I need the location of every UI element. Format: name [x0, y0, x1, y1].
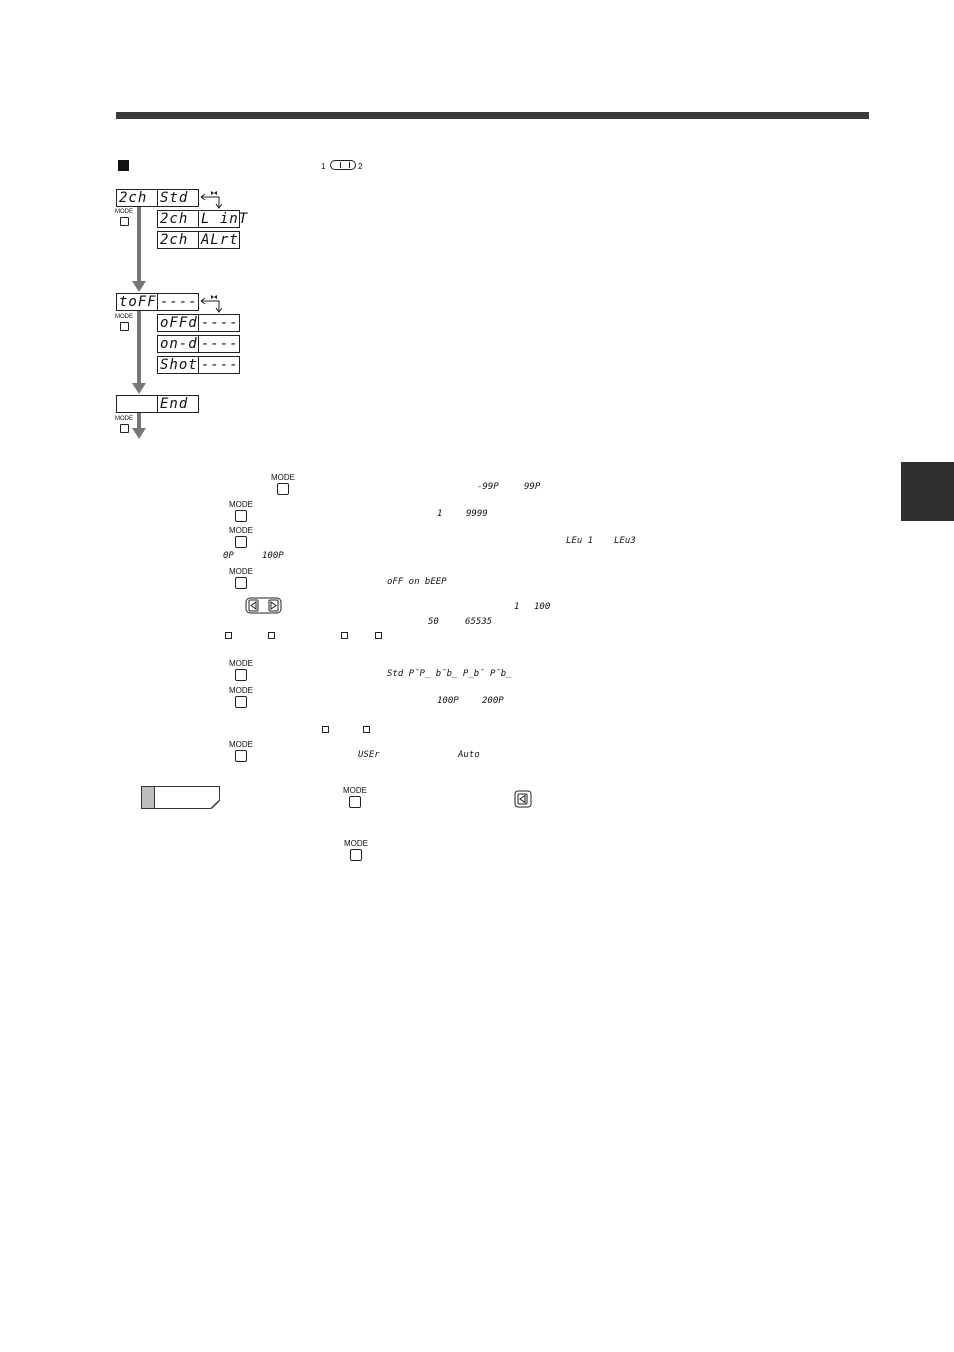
cycle-arrow-icon [200, 295, 223, 313]
range-min: -99P [477, 482, 499, 492]
range-min: 0P [223, 551, 234, 561]
lcd-g2-r4-left: Shot [157, 356, 199, 374]
range-max: 100 [534, 602, 551, 612]
lcd-g2-r3-right: ---- [198, 335, 240, 353]
flow-arrow-head [132, 428, 146, 439]
flow-arrow-head [132, 281, 146, 292]
jog-switch-icon[interactable] [245, 597, 283, 615]
flow-arrow [137, 311, 141, 385]
checkbox-placeholder [341, 632, 348, 639]
checkbox-placeholder [375, 632, 382, 639]
mode-button[interactable]: MODE [227, 567, 255, 589]
lcd-g1-r3-left: 2ch [157, 231, 199, 249]
mode-button[interactable]: MODE [115, 314, 133, 331]
jog-left-icon[interactable] [514, 790, 532, 808]
lcd-g2-r3-left: on-d [157, 335, 199, 353]
range-max: 100P [262, 551, 284, 561]
chapter-tab [901, 462, 954, 521]
range-min: 1 [437, 509, 443, 519]
lcd-g1-r1-left: 2ch [116, 189, 158, 207]
lcd-g2-r2-right: ---- [198, 314, 240, 332]
range-min: 50 [428, 617, 439, 627]
mode-button[interactable]: MODE [342, 839, 370, 861]
range-max: 99P [524, 482, 541, 492]
switch-pos2-label: 2 [358, 162, 363, 171]
range-max: 9999 [466, 509, 488, 519]
option-list: Std P¯P_ b¯b_ P_b¯ P¯b_ [387, 669, 512, 679]
range-min: 100P [437, 696, 459, 706]
cycle-arrow-icon [200, 191, 223, 209]
mode-button[interactable]: MODE [227, 686, 255, 708]
flow-arrow-head [132, 383, 146, 394]
lcd-g2-r1-left: toFF [116, 293, 158, 311]
mode-button[interactable]: MODE [227, 659, 255, 681]
lcd-g1-r3-right: ALrt [198, 231, 240, 249]
note-tab [141, 786, 220, 809]
mode-button[interactable]: MODE [227, 500, 255, 522]
lcd-g1-r1-right: Std [157, 189, 199, 207]
checkbox-placeholder [322, 726, 329, 733]
flow-arrow [137, 207, 141, 283]
range-min: LEu 1 [566, 536, 594, 546]
range-min: 1 [514, 602, 520, 612]
checkbox-placeholder [268, 632, 275, 639]
range-max: 65535 [465, 617, 493, 627]
mode-button[interactable]: MODE [227, 740, 255, 762]
option-list: oFF on bEEP [387, 577, 447, 587]
checkbox-placeholder [225, 632, 232, 639]
lcd-end-right: End [157, 395, 199, 413]
checkbox-placeholder [363, 726, 370, 733]
mode-button[interactable]: MODE [341, 786, 369, 808]
lcd-g2-r4-right: ---- [198, 356, 240, 374]
option-user: USEr [358, 750, 380, 760]
lcd-g1-r2-right: L inT [198, 210, 247, 228]
lcd-g1-r2-left: 2ch [157, 210, 199, 228]
range-max: LEu3 [614, 536, 636, 546]
flow-arrow [137, 413, 141, 430]
section-bullet [118, 160, 129, 171]
option-auto: Auto [458, 750, 480, 760]
mode-button[interactable]: MODE [227, 526, 255, 548]
lcd-g2-r1-right: ---- [157, 293, 199, 311]
mode-button[interactable]: MODE [115, 209, 133, 226]
mode-button[interactable]: MODE [269, 473, 297, 495]
lcd-g2-r2-left: oFFd [157, 314, 199, 332]
mode-button[interactable]: MODE [115, 416, 133, 433]
switch-pos1-label: 1 [321, 162, 326, 171]
range-max: 200P [482, 696, 504, 706]
selector-switch-icon [330, 160, 356, 170]
lcd-end-left [116, 395, 158, 413]
header-rule [116, 112, 869, 119]
